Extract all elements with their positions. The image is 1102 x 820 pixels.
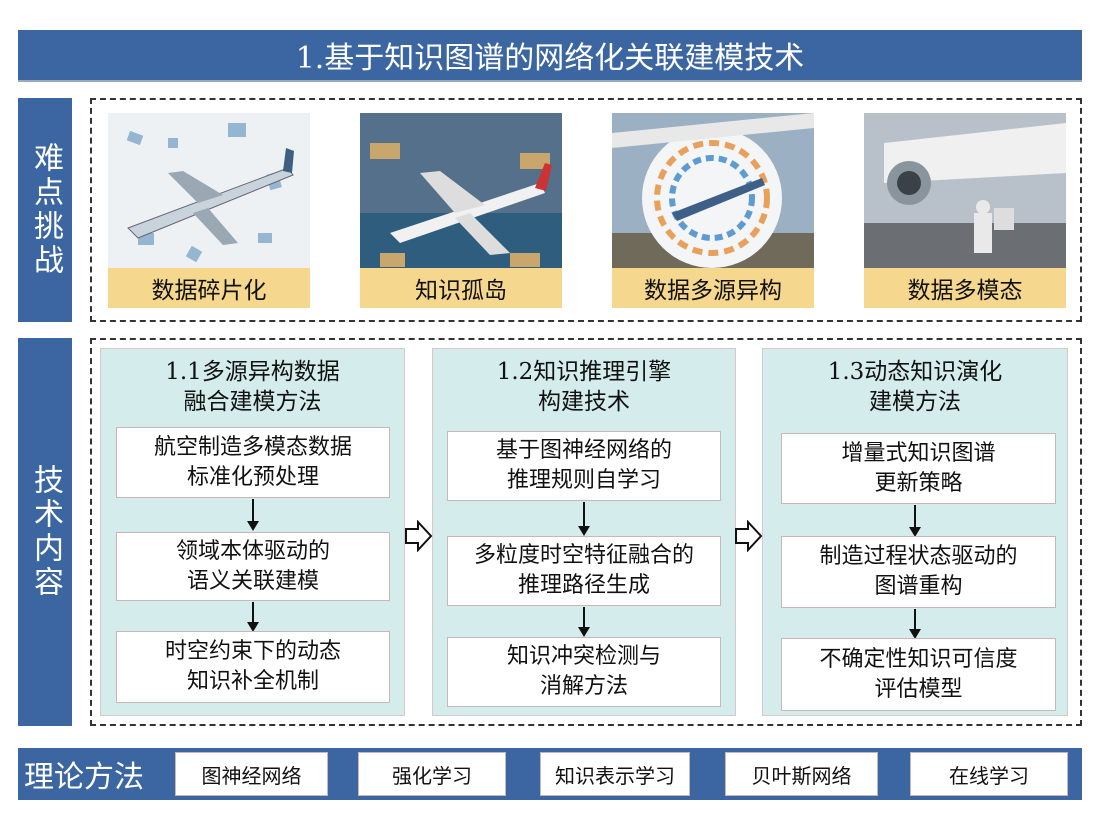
down-arrow-icon	[909, 505, 921, 537]
column-title: 融合建模方法	[183, 389, 322, 415]
tech-panel	[90, 338, 1082, 726]
theory-label: 理论方法	[24, 760, 144, 795]
tech-column-1: 1.1多源异构数据融合建模方法 航空制造多模态数据标准化预处理 领域本体驱动的语…	[100, 348, 405, 716]
step-box: 基于图神经网络的推理规则自学习	[447, 431, 721, 501]
theory-item: 图神经网络	[175, 752, 328, 796]
challenge-caption: 数据多源异构	[612, 268, 814, 308]
step-box: 时空约束下的动态知识补全机制	[116, 631, 390, 703]
challenge-image-knowledge-island: 知识孤岛	[360, 113, 562, 308]
tech-column-2: 1.2知识推理引擎构建技术 基于图神经网络的推理规则自学习 多粒度时空特征融合的…	[432, 348, 736, 716]
column-title: 建模方法	[869, 389, 961, 415]
column-title: 构建技术	[538, 389, 630, 415]
challenge-image-multimodal: 数据多模态	[864, 113, 1066, 308]
challenge-caption: 知识孤岛	[360, 268, 562, 308]
right-arrow-icon	[405, 520, 433, 552]
down-arrow-icon	[909, 609, 921, 639]
step-box: 制造过程状态驱动的图谱重构	[781, 536, 1056, 608]
theory-item: 知识表示学习	[540, 752, 690, 796]
challenges-label-text: 难点挑战	[28, 142, 63, 278]
column-title: 1.2知识推理引擎	[496, 359, 672, 385]
step-box: 航空制造多模态数据标准化预处理	[116, 427, 390, 498]
right-arrow-icon	[735, 520, 763, 552]
tech-column-3: 1.3动态知识演化建模方法 增量式知识图谱更新策略 制造过程状态驱动的图谱重构 …	[762, 348, 1068, 716]
column-title: 1.3动态知识演化	[827, 359, 1003, 385]
step-box: 知识冲突检测与消解方法	[447, 637, 721, 707]
step-box: 多粒度时空特征融合的推理路径生成	[447, 536, 721, 606]
theory-item: 贝叶斯网络	[725, 752, 878, 796]
down-arrow-icon	[578, 502, 590, 536]
step-box: 不确定性知识可信度评估模型	[781, 638, 1056, 711]
challenge-caption: 数据多模态	[864, 268, 1066, 308]
main-title: 1.基于知识图谱的网络化关联建模技术	[18, 30, 1082, 82]
challenge-image-heterogeneous: 数据多源异构	[612, 113, 814, 308]
theory-bar: 理论方法 图神经网络 强化学习 知识表示学习 贝叶斯网络 在线学习	[18, 748, 1082, 800]
challenge-caption: 数据碎片化	[108, 268, 310, 308]
down-arrow-icon	[578, 607, 590, 637]
challenges-label: 难点挑战	[18, 98, 72, 322]
tech-label-text: 技术内容	[28, 464, 63, 600]
theory-item: 在线学习	[910, 752, 1068, 796]
step-box: 领域本体驱动的语义关联建模	[116, 532, 390, 601]
tech-label: 技术内容	[18, 338, 72, 726]
column-title: 1.1多源异构数据	[165, 359, 340, 385]
challenges-panel	[90, 98, 1082, 322]
down-arrow-icon	[246, 602, 259, 632]
down-arrow-icon	[246, 499, 259, 531]
step-box: 增量式知识图谱更新策略	[781, 433, 1056, 504]
theory-item: 强化学习	[358, 752, 506, 796]
challenge-image-fragmentation: 数据碎片化	[108, 113, 310, 308]
